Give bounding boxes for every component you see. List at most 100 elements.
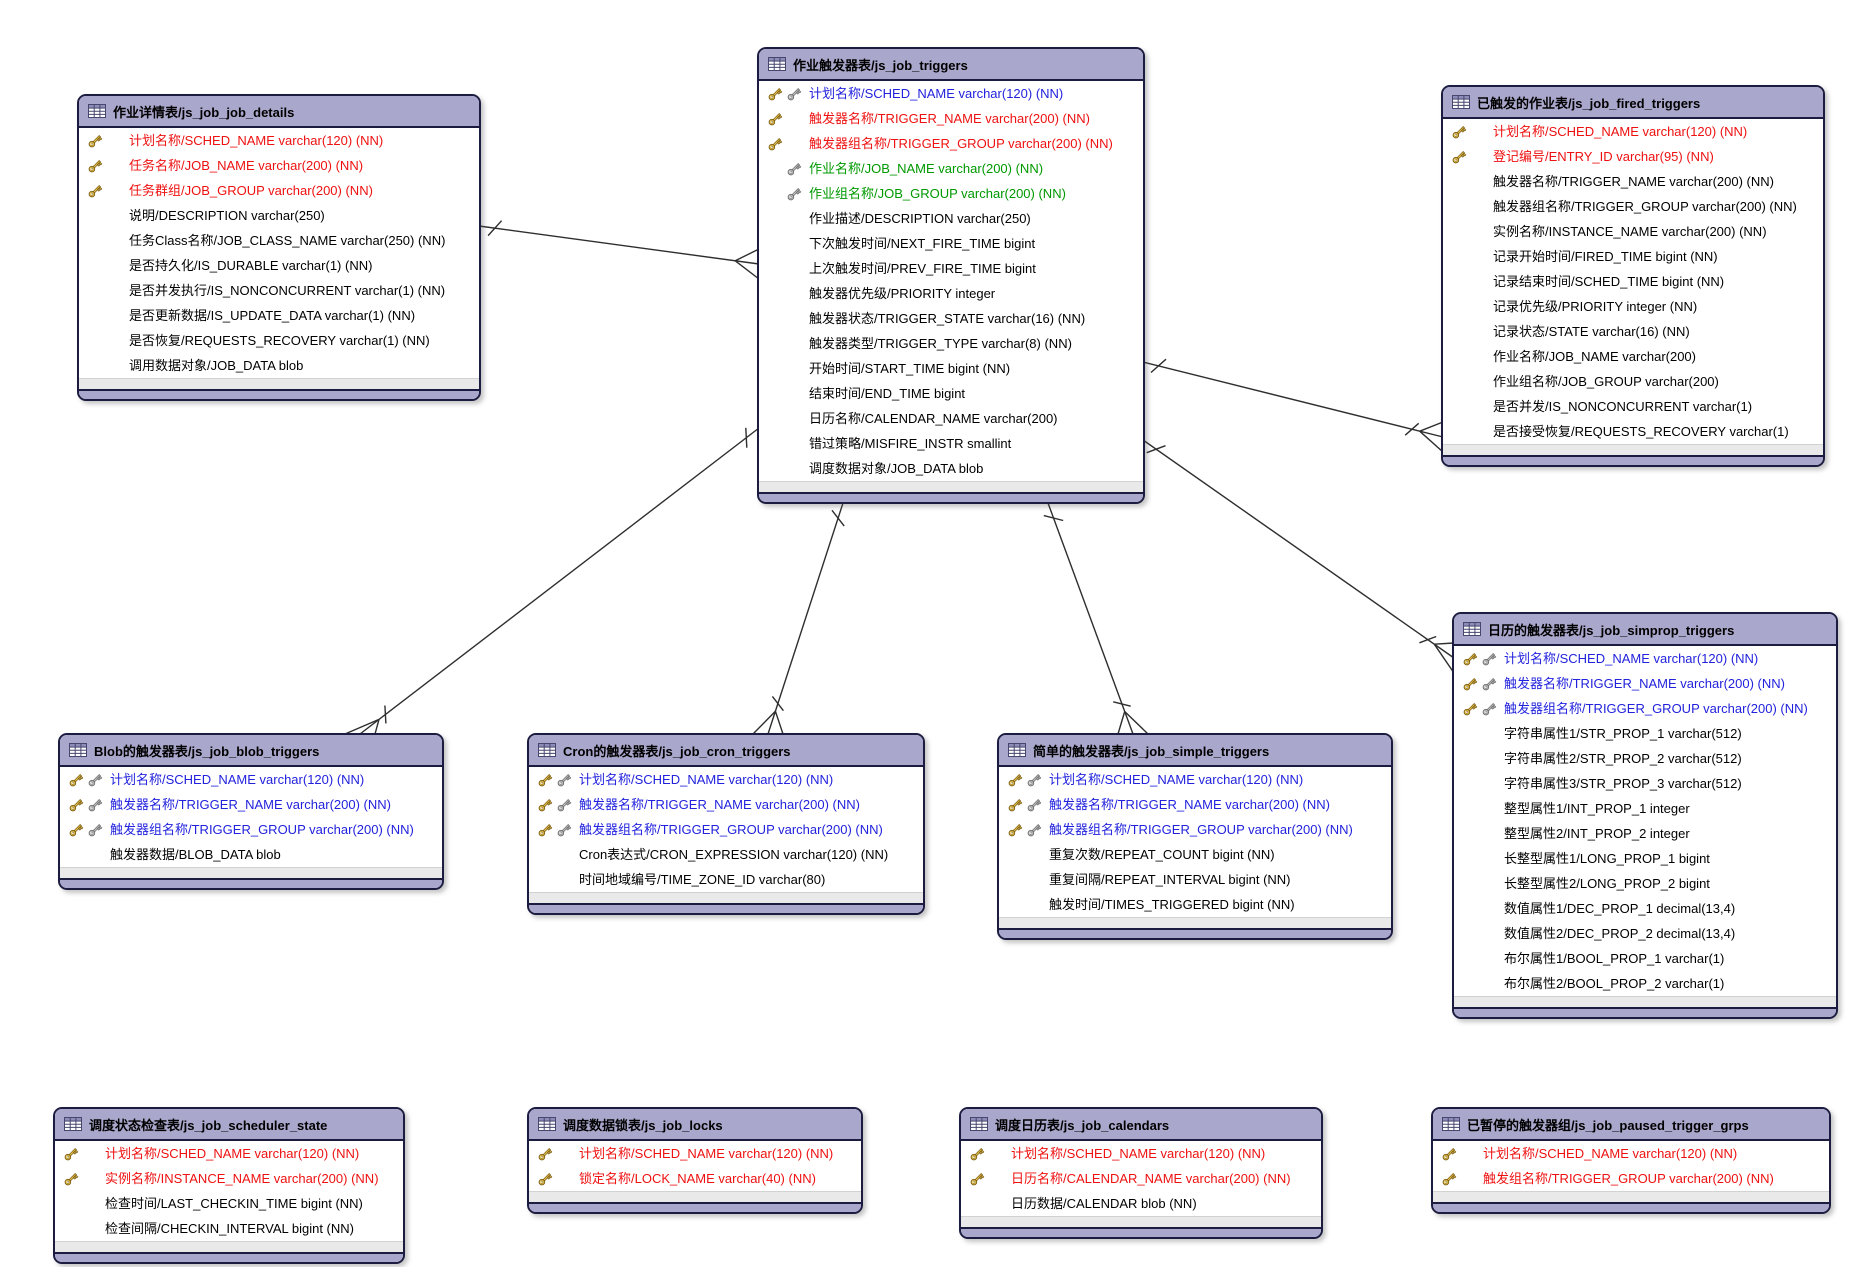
field-row[interactable]: 开始时间/START_TIME bigint (NN)	[759, 356, 1143, 381]
field-row[interactable]: 记录状态/STATE varchar(16) (NN)	[1443, 319, 1823, 344]
field-row[interactable]: 触发器优先级/PRIORITY integer	[759, 281, 1143, 306]
field-row[interactable]: 触发器组名称/TRIGGER_GROUP varchar(200) (NN)	[759, 131, 1143, 156]
field-row[interactable]: 任务群组/JOB_GROUP varchar(200) (NN)	[79, 178, 479, 203]
field-row[interactable]: 调度数据对象/JOB_DATA blob	[759, 456, 1143, 481]
field-row[interactable]: 说明/DESCRIPTION varchar(250)	[79, 203, 479, 228]
relationship-js_job_triggers--js_job_fired_triggers[interactable]	[1142, 358, 1444, 453]
field-row[interactable]: 记录结束时间/SCHED_TIME bigint (NN)	[1443, 269, 1823, 294]
field-row[interactable]: 计划名称/SCHED_NAME varchar(120) (NN)	[999, 767, 1391, 792]
table-header[interactable]: 简单的触发器表/js_job_simple_triggers	[999, 735, 1391, 767]
table-header[interactable]: 日历的触发器表/js_job_simprop_triggers	[1454, 614, 1836, 646]
relationship-js_job_triggers--js_job_cron_triggers[interactable]	[752, 502, 845, 735]
relationship-js_job_triggers--js_job_blob_triggers[interactable]	[344, 427, 760, 735]
field-row[interactable]: 触发器名称/TRIGGER_NAME varchar(200) (NN)	[759, 106, 1143, 131]
field-row[interactable]: 重复间隔/REPEAT_INTERVAL bigint (NN)	[999, 867, 1391, 892]
table-js_job_triggers[interactable]: 作业触发器表/js_job_triggers 计划名称/SCHED_NAME v…	[757, 47, 1145, 504]
table-js_job_cron_triggers[interactable]: Cron的触发器表/js_job_cron_triggers 计划名称/SCHE…	[527, 733, 925, 915]
relationship-js_job_triggers--js_job_simprop_triggers[interactable]	[1142, 439, 1455, 674]
field-row[interactable]: 检查间隔/CHECKIN_INTERVAL bigint (NN)	[55, 1216, 403, 1241]
table-js_job_calendars[interactable]: 调度日历表/js_job_calendars 计划名称/SCHED_NAME v…	[959, 1107, 1323, 1239]
table-js_job_job_details[interactable]: 作业详情表/js_job_job_details 计划名称/SCHED_NAME…	[77, 94, 481, 401]
field-row[interactable]: 锁定名称/LOCK_NAME varchar(40) (NN)	[529, 1166, 861, 1191]
field-row[interactable]: 计划名称/SCHED_NAME varchar(120) (NN)	[529, 767, 923, 792]
field-row[interactable]: 调用数据对象/JOB_DATA blob	[79, 353, 479, 378]
field-row[interactable]: 数值属性2/DEC_PROP_2 decimal(13,4)	[1454, 921, 1836, 946]
field-row[interactable]: 触发器名称/TRIGGER_NAME varchar(200) (NN)	[529, 792, 923, 817]
field-row[interactable]: 整型属性1/INT_PROP_1 integer	[1454, 796, 1836, 821]
field-row[interactable]: 是否并发/IS_NONCONCURRENT varchar(1)	[1443, 394, 1823, 419]
field-row[interactable]: 触发器类型/TRIGGER_TYPE varchar(8) (NN)	[759, 331, 1143, 356]
field-row[interactable]: 记录优先级/PRIORITY integer (NN)	[1443, 294, 1823, 319]
table-header[interactable]: 作业触发器表/js_job_triggers	[759, 49, 1143, 81]
field-row[interactable]: 作业名称/JOB_NAME varchar(200) (NN)	[759, 156, 1143, 181]
field-row[interactable]: 长整型属性1/LONG_PROP_1 bigint	[1454, 846, 1836, 871]
field-row[interactable]: 计划名称/SCHED_NAME varchar(120) (NN)	[55, 1141, 403, 1166]
field-row[interactable]: 日历名称/CALENDAR_NAME varchar(200)	[759, 406, 1143, 431]
table-header[interactable]: 作业详情表/js_job_job_details	[79, 96, 479, 128]
field-row[interactable]: 触发器组名称/TRIGGER_GROUP varchar(200) (NN)	[1443, 194, 1823, 219]
relationship-js_job_job_details--js_job_triggers[interactable]	[478, 220, 760, 280]
field-row[interactable]: 字符串属性3/STR_PROP_3 varchar(512)	[1454, 771, 1836, 796]
field-row[interactable]: 是否接受恢复/REQUESTS_RECOVERY varchar(1)	[1443, 419, 1823, 444]
field-row[interactable]: 检查时间/LAST_CHECKIN_TIME bigint (NN)	[55, 1191, 403, 1216]
field-row[interactable]: 布尔属性1/BOOL_PROP_1 varchar(1)	[1454, 946, 1836, 971]
field-row[interactable]: 长整型属性2/LONG_PROP_2 bigint	[1454, 871, 1836, 896]
field-row[interactable]: Cron表达式/CRON_EXPRESSION varchar(120) (NN…	[529, 842, 923, 867]
field-row[interactable]: 触发器名称/TRIGGER_NAME varchar(200) (NN)	[1443, 169, 1823, 194]
field-row[interactable]: 触发器组名称/TRIGGER_GROUP varchar(200) (NN)	[1454, 696, 1836, 721]
field-row[interactable]: 触发器组名称/TRIGGER_GROUP varchar(200) (NN)	[999, 817, 1391, 842]
field-row[interactable]: 是否持久化/IS_DURABLE varchar(1) (NN)	[79, 253, 479, 278]
field-row[interactable]: 是否恢复/REQUESTS_RECOVERY varchar(1) (NN)	[79, 328, 479, 353]
field-row[interactable]: 计划名称/SCHED_NAME varchar(120) (NN)	[1454, 646, 1836, 671]
table-js_job_locks[interactable]: 调度数据锁表/js_job_locks 计划名称/SCHED_NAME varc…	[527, 1107, 863, 1214]
field-row[interactable]: 计划名称/SCHED_NAME varchar(120) (NN)	[60, 767, 442, 792]
field-row[interactable]: 下次触发时间/NEXT_FIRE_TIME bigint	[759, 231, 1143, 256]
table-js_job_blob_triggers[interactable]: Blob的触发器表/js_job_blob_triggers 计划名称/SCHE…	[58, 733, 444, 890]
table-js_job_simple_triggers[interactable]: 简单的触发器表/js_job_simple_triggers 计划名称/SCHE…	[997, 733, 1393, 940]
field-row[interactable]: 触发时间/TIMES_TRIGGERED bigint (NN)	[999, 892, 1391, 917]
field-row[interactable]: 触发器名称/TRIGGER_NAME varchar(200) (NN)	[999, 792, 1391, 817]
field-row[interactable]: 作业组名称/JOB_GROUP varchar(200) (NN)	[759, 181, 1143, 206]
table-header[interactable]: 已触发的作业表/js_job_fired_triggers	[1443, 87, 1823, 119]
field-row[interactable]: 计划名称/SCHED_NAME varchar(120) (NN)	[1443, 119, 1823, 144]
field-row[interactable]: 日历名称/CALENDAR_NAME varchar(200) (NN)	[961, 1166, 1321, 1191]
field-row[interactable]: 记录开始时间/FIRED_TIME bigint (NN)	[1443, 244, 1823, 269]
field-row[interactable]: 实例名称/INSTANCE_NAME varchar(200) (NN)	[1443, 219, 1823, 244]
table-header[interactable]: 调度日历表/js_job_calendars	[961, 1109, 1321, 1141]
field-row[interactable]: 计划名称/SCHED_NAME varchar(120) (NN)	[759, 81, 1143, 106]
table-header[interactable]: Cron的触发器表/js_job_cron_triggers	[529, 735, 923, 767]
field-row[interactable]: 作业组名称/JOB_GROUP varchar(200)	[1443, 369, 1823, 394]
field-row[interactable]: 触发器名称/TRIGGER_NAME varchar(200) (NN)	[1454, 671, 1836, 696]
field-row[interactable]: 布尔属性2/BOOL_PROP_2 varchar(1)	[1454, 971, 1836, 996]
field-row[interactable]: 计划名称/SCHED_NAME varchar(120) (NN)	[79, 128, 479, 153]
field-row[interactable]: 触发器数据/BLOB_DATA blob	[60, 842, 442, 867]
table-js_job_paused_trigger_grps[interactable]: 已暂停的触发器组/js_job_paused_trigger_grps 计划名称…	[1431, 1107, 1831, 1214]
field-row[interactable]: 数值属性1/DEC_PROP_1 decimal(13,4)	[1454, 896, 1836, 921]
table-header[interactable]: 已暂停的触发器组/js_job_paused_trigger_grps	[1433, 1109, 1829, 1141]
field-row[interactable]: 登记编号/ENTRY_ID varchar(95) (NN)	[1443, 144, 1823, 169]
relationship-js_job_triggers--js_job_simple_triggers[interactable]	[1043, 502, 1149, 735]
field-row[interactable]: 触发器名称/TRIGGER_NAME varchar(200) (NN)	[60, 792, 442, 817]
field-row[interactable]: 是否更新数据/IS_UPDATE_DATA varchar(1) (NN)	[79, 303, 479, 328]
field-row[interactable]: 作业名称/JOB_NAME varchar(200)	[1443, 344, 1823, 369]
field-row[interactable]: 触发器状态/TRIGGER_STATE varchar(16) (NN)	[759, 306, 1143, 331]
table-header[interactable]: Blob的触发器表/js_job_blob_triggers	[60, 735, 442, 767]
field-row[interactable]: 计划名称/SCHED_NAME varchar(120) (NN)	[961, 1141, 1321, 1166]
field-row[interactable]: 整型属性2/INT_PROP_2 integer	[1454, 821, 1836, 846]
table-header[interactable]: 调度状态检查表/js_job_scheduler_state	[55, 1109, 403, 1141]
field-row[interactable]: 字符串属性1/STR_PROP_1 varchar(512)	[1454, 721, 1836, 746]
field-row[interactable]: 实例名称/INSTANCE_NAME varchar(200) (NN)	[55, 1166, 403, 1191]
field-row[interactable]: 作业描述/DESCRIPTION varchar(250)	[759, 206, 1143, 231]
table-js_job_scheduler_state[interactable]: 调度状态检查表/js_job_scheduler_state 计划名称/SCHE…	[53, 1107, 405, 1264]
field-row[interactable]: 任务名称/JOB_NAME varchar(200) (NN)	[79, 153, 479, 178]
table-js_job_simprop_triggers[interactable]: 日历的触发器表/js_job_simprop_triggers 计划名称/SCH…	[1452, 612, 1838, 1019]
field-row[interactable]: 计划名称/SCHED_NAME varchar(120) (NN)	[1433, 1141, 1829, 1166]
field-row[interactable]: 时间地域编号/TIME_ZONE_ID varchar(80)	[529, 867, 923, 892]
field-row[interactable]: 结束时间/END_TIME bigint	[759, 381, 1143, 406]
field-row[interactable]: 是否并发执行/IS_NONCONCURRENT varchar(1) (NN)	[79, 278, 479, 303]
field-row[interactable]: 错过策略/MISFIRE_INSTR smallint	[759, 431, 1143, 456]
field-row[interactable]: 重复次数/REPEAT_COUNT bigint (NN)	[999, 842, 1391, 867]
field-row[interactable]: 触发器组名称/TRIGGER_GROUP varchar(200) (NN)	[60, 817, 442, 842]
table-header[interactable]: 调度数据锁表/js_job_locks	[529, 1109, 861, 1141]
field-row[interactable]: 上次触发时间/PREV_FIRE_TIME bigint	[759, 256, 1143, 281]
